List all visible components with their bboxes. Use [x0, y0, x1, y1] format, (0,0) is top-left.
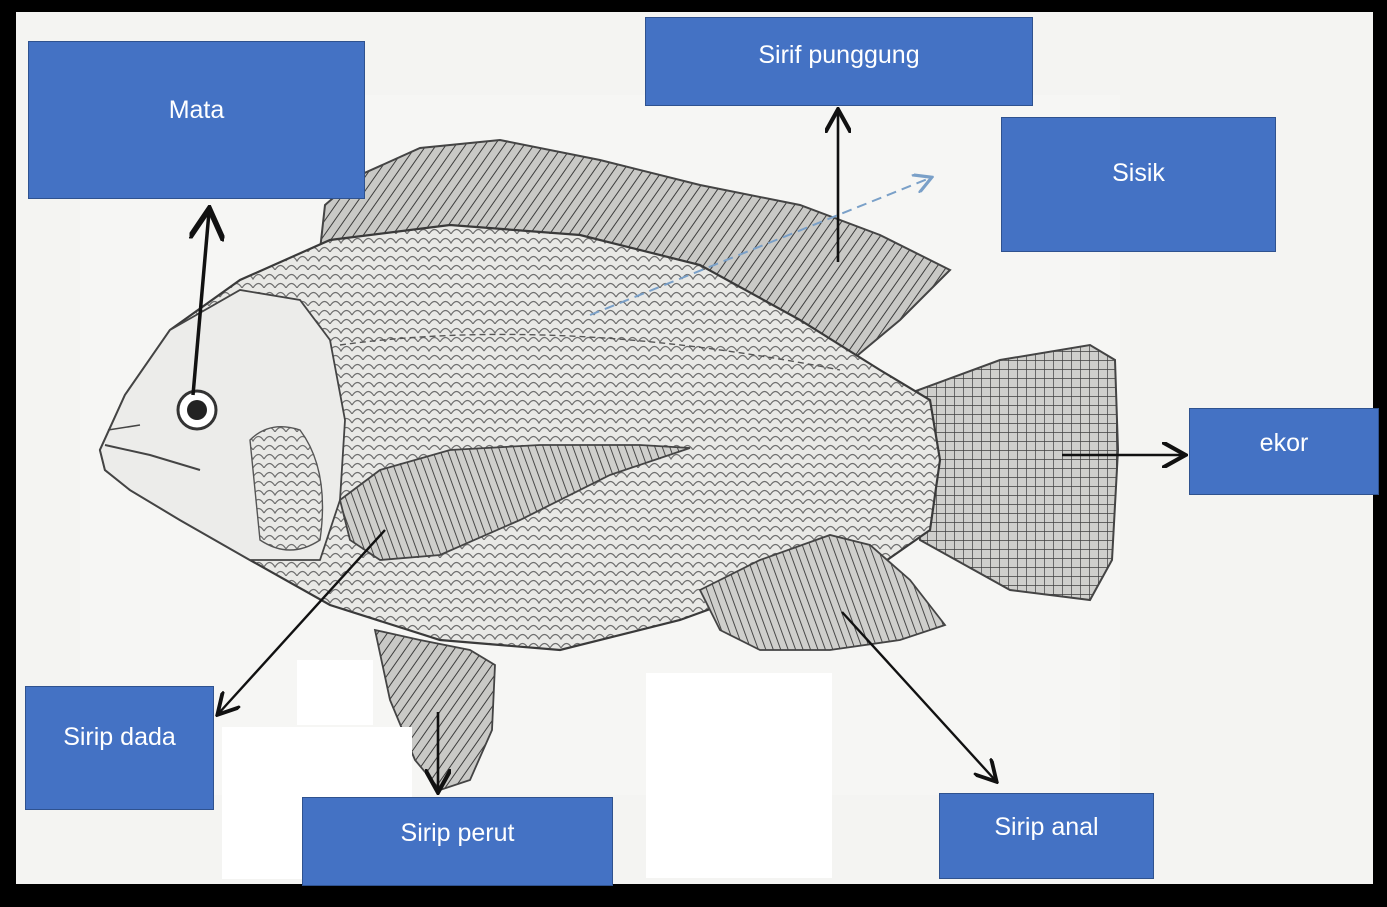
label-mata: Mata [28, 41, 365, 199]
label-sirip-dada-text: Sirip dada [63, 723, 176, 809]
label-ekor-text: ekor [1260, 429, 1309, 494]
label-mata-text: Mata [169, 96, 225, 198]
label-sirip-dada: Sirip dada [25, 686, 214, 810]
white-mask-3 [646, 673, 832, 878]
label-sirip-anal: Sirip anal [939, 793, 1154, 879]
label-sisik-text: Sisik [1112, 159, 1165, 251]
label-sirip-anal-text: Sirip anal [994, 813, 1098, 878]
eye-pupil [187, 400, 207, 420]
label-sirip-perut-text: Sirip perut [401, 819, 515, 885]
label-ekor: ekor [1189, 408, 1379, 495]
label-sirip-perut: Sirip perut [302, 797, 613, 886]
white-mask-1 [297, 660, 373, 725]
label-sirif-punggung: Sirif punggung [645, 17, 1033, 106]
label-sisik: Sisik [1001, 117, 1276, 252]
label-sirif-punggung-text: Sirif punggung [758, 41, 919, 105]
